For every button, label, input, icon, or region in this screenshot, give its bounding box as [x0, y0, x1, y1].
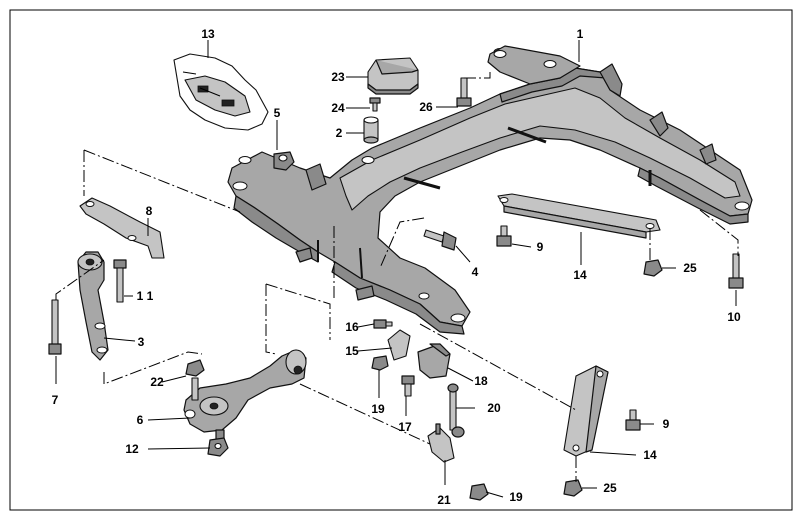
label-part-10: 10: [727, 310, 741, 324]
label-part-6: 6: [137, 413, 144, 427]
leader-lines: [55, 40, 737, 498]
bolt-16-part: [373, 319, 393, 329]
label-part-8: 8: [146, 204, 153, 218]
bolt-10-part: [728, 253, 744, 289]
label-part-22: 22: [150, 375, 164, 389]
nut-22-part: [185, 359, 205, 377]
bolt-7-part: [48, 299, 62, 355]
nut-12-part: [207, 437, 229, 457]
label-part-25b: 25: [603, 481, 617, 495]
label-part-16: 16: [345, 320, 359, 334]
bracket-8-part: [79, 197, 165, 259]
bolt-11-part: [113, 259, 127, 303]
nut-25b-part: [563, 479, 583, 497]
nut-5-part: [273, 151, 295, 171]
bolt-9b-part: [625, 409, 641, 431]
label-part-5: 5: [274, 106, 281, 120]
label-part-19a: 19: [371, 402, 385, 416]
nut-25a-part: [643, 259, 663, 277]
control-arm-6-part: [183, 349, 307, 441]
label-part-2: 2: [336, 126, 343, 140]
label-part-3: 3: [138, 335, 145, 349]
nut-19b-part: [469, 483, 489, 501]
label-part-18: 18: [474, 374, 488, 388]
bolt-17-part: [401, 375, 415, 397]
link-20-part: [447, 383, 465, 438]
link-mount-3-part: [77, 251, 109, 361]
label-part-9b: 9: [663, 417, 670, 431]
label-part-14a: 14: [573, 268, 587, 282]
label-part-21: 21: [437, 493, 451, 507]
brace-14-upper-part: [497, 193, 661, 239]
bracket-21-part: [427, 423, 455, 463]
label-part-4: 4: [472, 265, 479, 279]
label-part-26: 26: [419, 100, 433, 114]
part-labels: 1 13 23 24 2 26 5 8 4 9 14 25 10 1 1 3 7…: [52, 27, 741, 507]
rubber-pad-part: [367, 57, 419, 95]
label-part-12: 12: [125, 442, 139, 456]
subframe-part: [227, 45, 753, 335]
label-part-17: 17: [398, 420, 412, 434]
brace-14-lower-part: [563, 365, 609, 457]
label-part-11: 1 1: [137, 289, 154, 303]
bushing-2-part: [363, 116, 379, 144]
label-part-1: 1: [577, 27, 584, 41]
bracket-15-part: [387, 329, 411, 361]
nut-19a-part: [371, 355, 389, 371]
label-part-13: 13: [201, 27, 215, 41]
bolt-4-part: [423, 229, 457, 251]
label-part-25a: 25: [683, 261, 697, 275]
bolt-26-part: [456, 77, 472, 107]
label-part-20: 20: [487, 401, 501, 415]
label-part-9a: 9: [537, 240, 544, 254]
label-part-15: 15: [345, 344, 359, 358]
diagram-frame: [9, 9, 793, 511]
heat-shield-part: [173, 53, 269, 131]
sensor-18-part: [417, 343, 451, 379]
bolt-24-part: [369, 97, 381, 112]
bolt-9a-part: [496, 225, 512, 247]
center-lines: [55, 72, 739, 482]
label-part-7: 7: [52, 393, 59, 407]
label-part-14b: 14: [643, 448, 657, 462]
label-part-24: 24: [331, 101, 345, 115]
label-part-19b: 19: [509, 490, 523, 504]
label-part-23: 23: [331, 70, 345, 84]
